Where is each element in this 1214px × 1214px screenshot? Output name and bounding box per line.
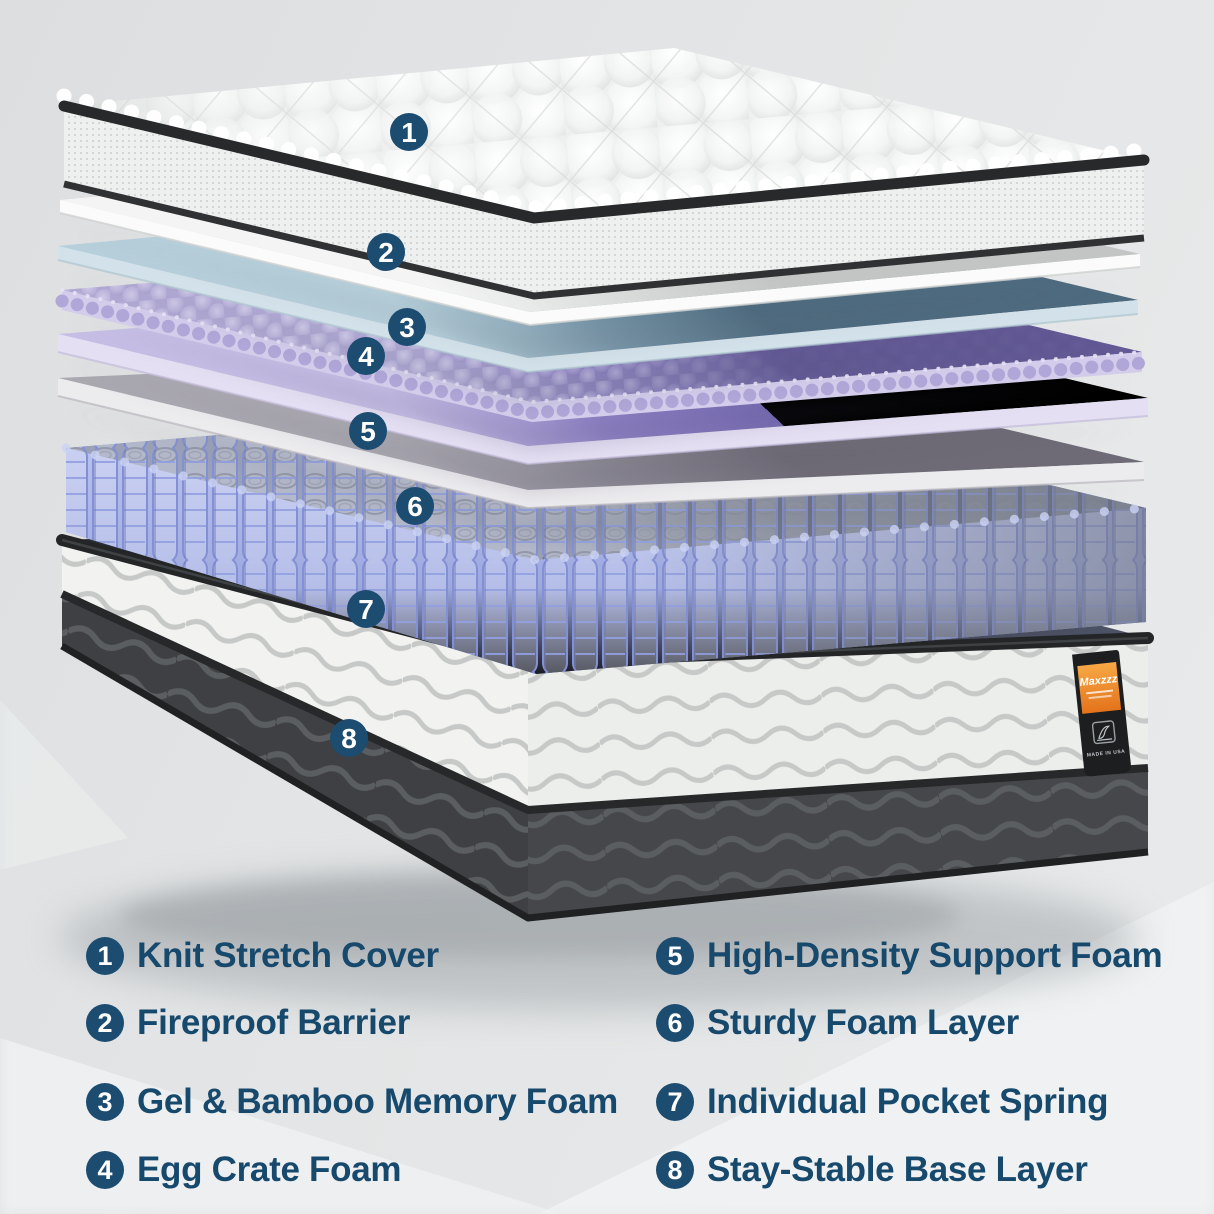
legend-badge-3: 3 (86, 1083, 124, 1121)
legend-label-4: Egg Crate Foam (137, 1150, 402, 1189)
legend-label-3: Gel & Bamboo Memory Foam (137, 1082, 618, 1121)
legend-item-8: 8 Stay-Stable Base Layer (656, 1150, 1088, 1189)
legend-badge-5: 5 (656, 937, 694, 975)
marker-1: 1 (390, 113, 428, 151)
tag-icon (1091, 720, 1116, 745)
marker-3: 3 (388, 308, 426, 346)
tag-orange-label (1077, 662, 1122, 714)
svg-text:8: 8 (341, 723, 357, 754)
marker-2: 2 (367, 233, 405, 271)
legend-item-6: 6 Sturdy Foam Layer (656, 1003, 1019, 1042)
legend-item-3: 3 Gel & Bamboo Memory Foam (86, 1082, 618, 1121)
legend-label-5: High-Density Support Foam (707, 936, 1163, 975)
legend-badge-4: 4 (86, 1151, 124, 1189)
marker-7: 7 (347, 590, 385, 628)
base-mid-piping (60, 590, 1149, 814)
legend-item-1: 1 Knit Stretch Cover (86, 936, 439, 975)
tag-origin-text: MADE IN USA (1087, 749, 1126, 759)
base-bottom-piping (60, 642, 1149, 922)
legend-label-2: Fireproof Barrier (137, 1003, 411, 1042)
svg-text:3: 3 (399, 312, 415, 343)
legend-label-7: Individual Pocket Spring (707, 1082, 1109, 1121)
spring-cap-row (61, 443, 1151, 565)
marker-6: 6 (396, 487, 434, 525)
legend-item-2: 2 Fireproof Barrier (86, 1003, 411, 1042)
svg-text:2: 2 (378, 237, 394, 268)
marker-5: 5 (349, 412, 387, 450)
svg-text:7: 7 (358, 594, 374, 625)
legend-badge-1: 1 (86, 937, 124, 975)
legend-badge-8: 8 (656, 1151, 694, 1189)
svg-text:6: 6 (407, 491, 423, 522)
tag-brand-text: Maxzzz (1079, 673, 1118, 689)
legend-item-4: 4 Egg Crate Foam (86, 1150, 402, 1189)
svg-text:1: 1 (401, 117, 417, 148)
cover-top-binding (58, 100, 1150, 224)
svg-text:4: 4 (358, 341, 374, 372)
legend-item-7: 7 Individual Pocket Spring (656, 1082, 1109, 1121)
legend-badge-7: 7 (656, 1083, 694, 1121)
svg-text:5: 5 (360, 416, 376, 447)
brand-tag: Maxzzz MADE IN USA (1072, 650, 1131, 777)
cover-puff-edge (56, 88, 1152, 216)
legend-label-1: Knit Stretch Cover (137, 936, 439, 975)
layer-1-knit-cover (56, 48, 1152, 300)
legend-item-5: 5 High-Density Support Foam (656, 936, 1163, 975)
legend-label-6: Sturdy Foam Layer (707, 1003, 1019, 1042)
marker-4: 4 (347, 337, 385, 375)
legend-badge-2: 2 (86, 1004, 124, 1042)
legend-label-8: Stay-Stable Base Layer (707, 1150, 1088, 1189)
legend-badge-6: 6 (656, 1004, 694, 1042)
cover-bottom-binding (63, 180, 1145, 300)
marker-8: 8 (330, 719, 368, 757)
